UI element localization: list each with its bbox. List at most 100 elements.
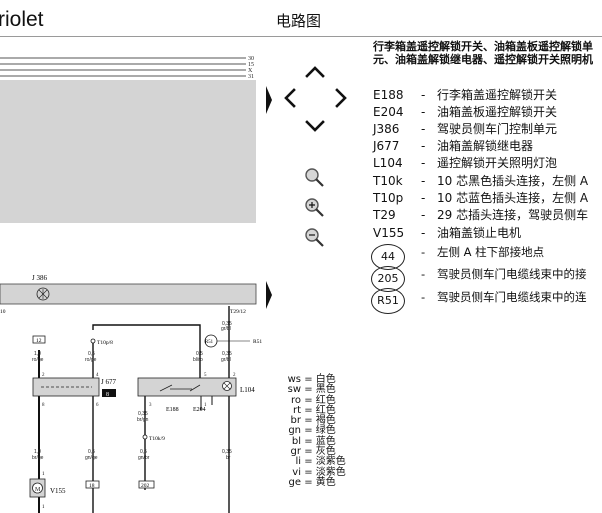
legend-item: E204-油箱盖板遥控解锁开关 bbox=[373, 105, 558, 119]
connector-18-label: 18 bbox=[89, 483, 95, 489]
zoom-in-icon[interactable] bbox=[305, 198, 324, 217]
legend-item: L104-遥控解锁开关照明灯泡 bbox=[373, 156, 558, 170]
upper-module-box bbox=[0, 80, 256, 223]
svg-text:gr/bl: gr/bl bbox=[221, 357, 231, 363]
svg-text:1,0: 1,0 bbox=[34, 351, 41, 357]
svg-text:br/gn: br/gn bbox=[137, 417, 149, 423]
j677-badge-text: 8 bbox=[106, 392, 109, 398]
connection-point-badge: R51 bbox=[371, 288, 405, 314]
connector-12 bbox=[32, 335, 46, 344]
svg-text:2: 2 bbox=[42, 373, 45, 378]
svg-text:3: 3 bbox=[149, 403, 152, 408]
color-legend-row: bl = 蓝色 bbox=[291, 435, 336, 447]
connector-12-label: 12 bbox=[36, 338, 42, 344]
legend-item: J677-油箱盖解锁继电器 bbox=[373, 139, 534, 153]
rail-label: X bbox=[248, 68, 253, 74]
color-legend-row: gr = 灰色 bbox=[290, 446, 336, 458]
svg-text:0,5: 0,5 bbox=[196, 351, 203, 357]
chevron-up-icon[interactable] bbox=[305, 66, 325, 78]
color-legend-row: gn = 绿色 bbox=[288, 425, 336, 437]
color-legend-row: rt = 红色 bbox=[292, 404, 336, 416]
chevron-right-icon[interactable] bbox=[335, 88, 347, 108]
legend-item: T10p-10 芯蓝色插头连接，左侧 A bbox=[373, 191, 589, 205]
j677-badge bbox=[102, 389, 116, 397]
connector-202 bbox=[138, 480, 155, 489]
svg-text:gr/bl: gr/bl bbox=[221, 326, 231, 332]
brand-title: riolet bbox=[0, 8, 44, 31]
magnifier-icon[interactable] bbox=[305, 168, 324, 187]
color-legend-row: br = 褐色 bbox=[290, 415, 336, 427]
color-legend-row: ge = 黄色 bbox=[288, 476, 336, 488]
svg-text:br: br bbox=[226, 455, 231, 461]
svg-text:2: 2 bbox=[233, 373, 236, 378]
chevron-down-icon[interactable] bbox=[305, 120, 325, 132]
wiring-diagram: 30 15 X 31 J 386 10 T29/12 12 T10p/8 R51… bbox=[0, 56, 262, 513]
legend-item: J386-驾驶员侧车门控制单元 bbox=[373, 122, 558, 136]
svg-text:1: 1 bbox=[204, 403, 207, 408]
color-legend-row: vi = 淡紫色 bbox=[292, 466, 346, 478]
ground-point-desc: -驾驶员侧车门电缆线束中的接 bbox=[421, 267, 587, 281]
connector-18 bbox=[85, 480, 100, 489]
r51-id: R51 bbox=[205, 340, 214, 345]
t10p-label: T10p/8 bbox=[97, 340, 113, 346]
svg-text:gn/ge: gn/ge bbox=[85, 455, 98, 461]
rail-label: 30 bbox=[248, 56, 254, 62]
j386-symbol bbox=[36, 287, 50, 301]
t10k-connector bbox=[142, 434, 148, 440]
color-legend-row: sw = 黑色 bbox=[287, 384, 336, 396]
header-divider bbox=[0, 36, 602, 37]
zoom-out-icon[interactable] bbox=[305, 228, 324, 247]
color-legend-row: ro = 红色 bbox=[290, 394, 336, 406]
switch-unit bbox=[137, 377, 237, 397]
svg-text:0,35: 0,35 bbox=[222, 449, 232, 455]
legend-heading: 行李箱盖遥控解锁开关、油箱盖板遥控解锁单元、油箱盖解锁继电器、遥控解锁开关照明机 bbox=[373, 40, 593, 66]
svg-text:0,35: 0,35 bbox=[222, 321, 232, 327]
power-rails bbox=[0, 57, 246, 77]
navigation-panel bbox=[266, 66, 347, 247]
l104-label: L104 bbox=[240, 386, 255, 394]
t10p-connector bbox=[90, 338, 96, 344]
t29-label: T29/12 bbox=[230, 309, 246, 315]
legend-item: T29-29 芯插头连接，驾驶员侧车 bbox=[373, 208, 589, 222]
page-title: 电路图 bbox=[276, 12, 322, 30]
svg-text:ro/ge: ro/ge bbox=[32, 357, 44, 363]
svg-text:0,35: 0,35 bbox=[138, 411, 148, 417]
legend-item: V155-油箱盖锁止电机 bbox=[373, 226, 522, 240]
left-pin-label: 10 bbox=[0, 309, 6, 315]
t10k-label: T10k/9 bbox=[149, 436, 165, 442]
triangle-right-icon bbox=[266, 281, 272, 309]
j386-unit bbox=[0, 283, 257, 305]
legend-item: T10k-10 芯黑色插头连接，左侧 A bbox=[373, 174, 589, 188]
connector-202-label: 202 bbox=[141, 483, 150, 489]
e204-label: E204 bbox=[193, 407, 206, 413]
expand-lower-panel[interactable] bbox=[262, 278, 276, 312]
svg-text:gn/br: gn/br bbox=[138, 455, 150, 461]
color-legend-row: ws = 白色 bbox=[287, 374, 336, 385]
ground-point-desc: -左侧 A 柱下部接地点 bbox=[421, 245, 545, 259]
svg-text:0,5: 0,5 bbox=[88, 351, 95, 357]
wire-color-legend: ws = 白色 sw = 黑色 ro = 红色 rt = 红色 br = 褐色 … bbox=[283, 374, 346, 488]
svg-text:0,5: 0,5 bbox=[140, 449, 147, 455]
svg-text:1: 1 bbox=[42, 505, 45, 510]
svg-text:1,0: 1,0 bbox=[34, 449, 41, 455]
rail-label: 31 bbox=[248, 74, 254, 80]
svg-text:5: 5 bbox=[204, 373, 207, 378]
svg-text:1: 1 bbox=[42, 472, 45, 477]
svg-text:6: 6 bbox=[96, 403, 99, 408]
e188-label: E188 bbox=[166, 407, 179, 413]
j677-label: J 677 bbox=[101, 378, 116, 386]
color-legend-row: li = 淡紫色 bbox=[295, 456, 346, 468]
collapse-panel-icon[interactable] bbox=[266, 86, 272, 114]
svg-text:M: M bbox=[35, 487, 41, 493]
rail-label: 15 bbox=[248, 62, 254, 68]
svg-text:bl/ro: bl/ro bbox=[193, 357, 203, 363]
v155-label: V155 bbox=[50, 487, 66, 495]
svg-text:br/ge: br/ge bbox=[32, 455, 44, 461]
svg-text:ro/ge: ro/ge bbox=[85, 357, 97, 363]
svg-text:0,35: 0,35 bbox=[222, 351, 232, 357]
connection-point-desc: -驾驶员侧车门电缆线束中的连 bbox=[421, 290, 587, 304]
chevron-left-icon[interactable] bbox=[284, 88, 296, 108]
svg-text:4: 4 bbox=[96, 373, 99, 378]
j386-label: J 386 bbox=[32, 274, 47, 282]
svg-text:0,5: 0,5 bbox=[88, 449, 95, 455]
